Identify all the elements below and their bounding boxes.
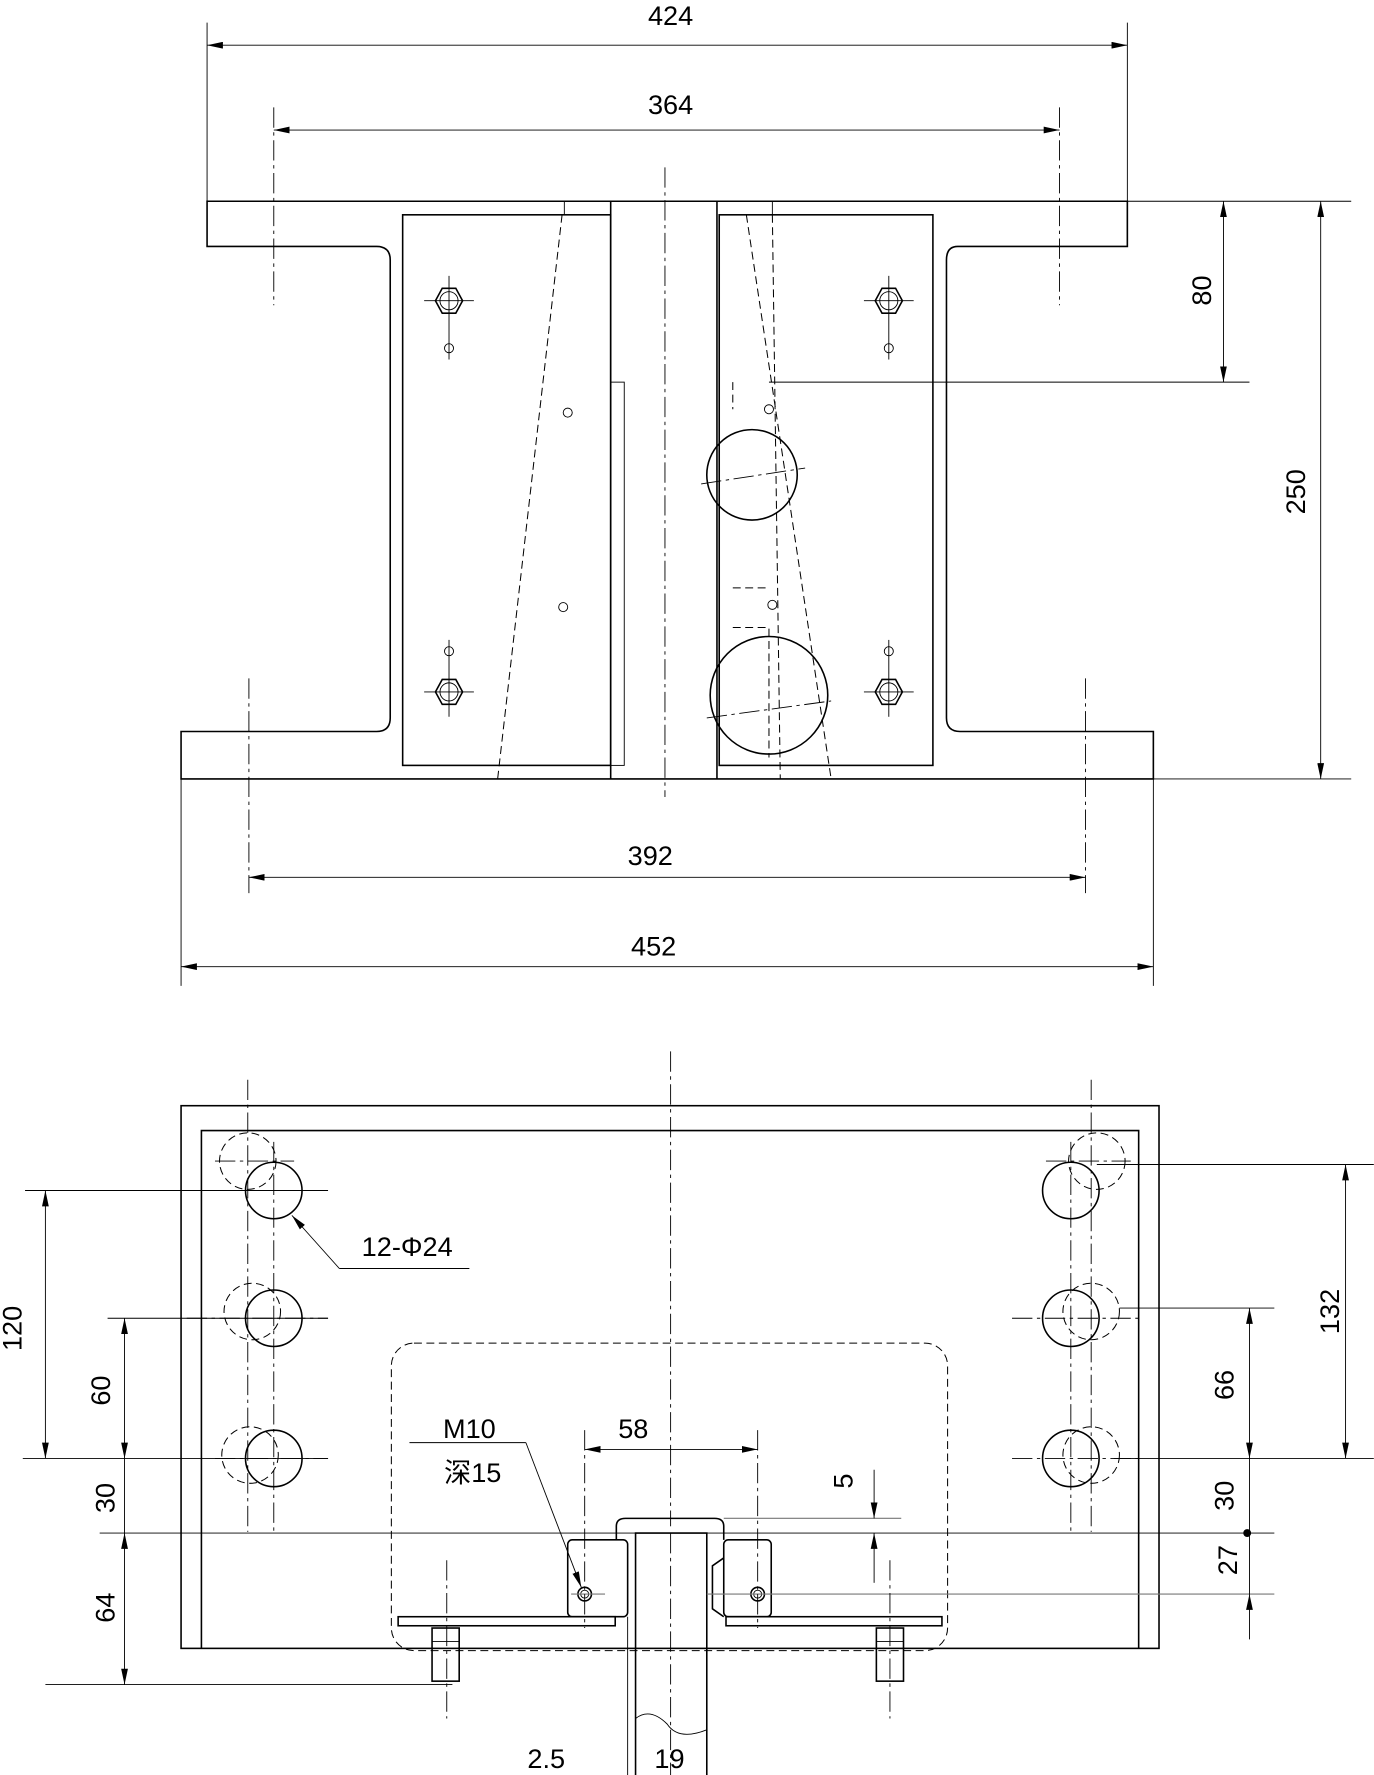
dim-392: 392 [628,840,673,871]
left-bracket [566,1539,629,1618]
dim-30-left: 30 [89,1483,120,1513]
hex-nut-icon [424,275,474,360]
dim-452: 452 [631,930,676,961]
dim-364: 364 [648,89,693,120]
rail-cap [615,1517,725,1540]
dim-120: 120 [0,1306,28,1351]
hole-callout: 12-Φ24 [362,1231,453,1262]
hex-nut-icon [863,639,914,717]
roller-upper [705,428,799,521]
hex-nut-icon [424,639,474,717]
right-bracket [722,1539,773,1618]
dim-19: 19 [654,1743,684,1774]
bolt-left [431,1627,460,1682]
roller-lower [709,635,829,755]
rail [634,1532,708,1775]
dim-132: 132 [1314,1289,1345,1334]
thread-callout: M10 [443,1413,496,1444]
right-plate [718,214,934,767]
dim-30-right: 30 [1209,1481,1240,1511]
mounting-holes [218,1132,1126,1488]
plan-view: 12-Φ24 M10 深15 58 5 [0,1051,1374,1775]
dim-27: 27 [1212,1545,1243,1575]
lever-right-upper [737,231,774,415]
body-outline [180,200,1155,780]
cutout-outline [390,1342,949,1652]
dim-424: 424 [648,0,693,31]
thread-depth: 深15 [444,1457,501,1488]
lever-right-lower [742,431,778,610]
outer-frame [180,1104,1160,1650]
dim-2-5: 2.5 [527,1743,565,1774]
dim-80: 80 [1186,275,1217,305]
dim-60: 60 [85,1376,116,1406]
lever-left-lower [558,431,590,613]
dim-5: 5 [828,1474,859,1489]
dim-66: 66 [1209,1370,1240,1400]
dim-250: 250 [1280,469,1311,514]
hex-nut-icon [863,275,914,360]
dim-64: 64 [89,1593,120,1623]
lever-left-upper [562,236,600,418]
top-view: 424 364 80 250 392 452 [180,0,1352,986]
dim-58: 58 [618,1413,648,1444]
